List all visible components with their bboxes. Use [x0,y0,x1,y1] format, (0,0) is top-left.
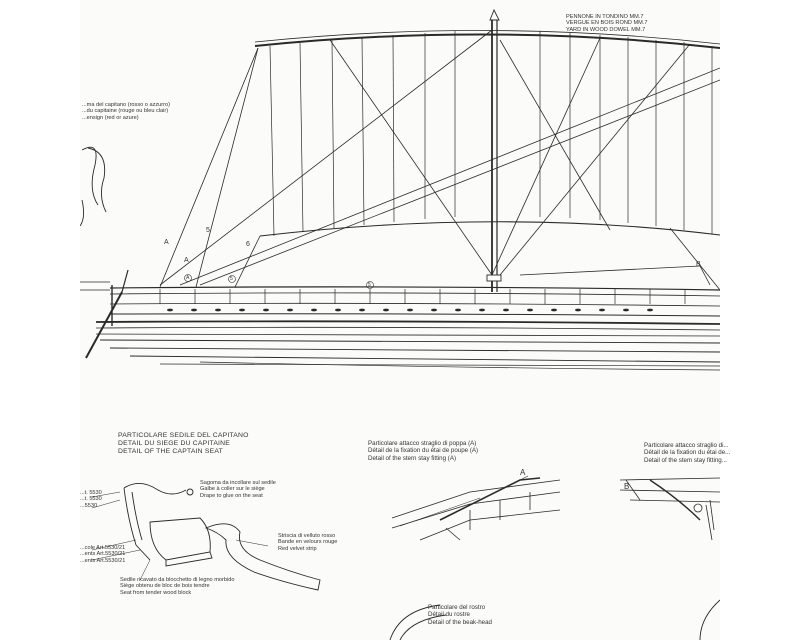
left-margin [0,0,80,640]
rig-letter-b: B [696,261,701,268]
bow-stay-title: Particolare attacco straglio di... Détai… [644,442,731,464]
drape-note: Sagoma da incollare sul sedile Galbe à c… [200,480,276,499]
ring-label-b: 5 [230,276,233,282]
ship-hull [80,269,720,371]
beak-head-title: Particolare del rostro Détail du rostre … [428,604,492,626]
paper-plan [80,0,720,640]
ring-label-a: A [186,275,190,281]
buntlines [269,31,713,237]
sail-foot-curve [259,221,720,237]
rig-ring-markers [184,274,374,289]
captain-seat-drawing [91,483,321,591]
bow-stay-drawing [619,477,720,541]
captain-seat-title: PARTICOLARE SEDILE DEL CAPITANO DETAIL D… [118,432,249,455]
art-note-top: ...t. 5530 ...t. 5530 ...5530 [80,490,102,509]
ensign-note: ...ma del capitano (rosso o azzurro) ...… [82,102,170,121]
rig-letter-5: 5 [206,227,210,234]
yard-spar [254,30,720,49]
art-note-bottom: ...cole Art.5530/21 ...ents Art.5530/21 … [80,545,126,564]
rigging-lines [159,29,720,291]
mast [486,8,502,292]
rig-letter-a-lower: A [184,257,189,264]
stern-stay-title: Particolare attacco straglio di poppa (A… [368,440,479,462]
right-margin [720,0,800,640]
bow-stay-letter: B [624,482,630,491]
stern-stay-letter: A [520,468,526,477]
ring-label-c: 5 [368,282,371,288]
seat-block-note: Sedile ricavato da blocchetto di legno m… [120,577,235,596]
rig-letter-6: 6 [246,241,250,248]
velvet-strip-note: Striscia di velluto rosso Bande en velou… [278,533,338,552]
spar-note: PENNONE IN TONDINO MM.7 VERGUE EN BOIS R… [566,14,648,33]
beak-head-drawing [389,599,720,640]
stern-stay-drawing [391,475,561,541]
rig-letter-a: A [164,239,169,246]
captain-ensign-drawing [80,146,107,227]
